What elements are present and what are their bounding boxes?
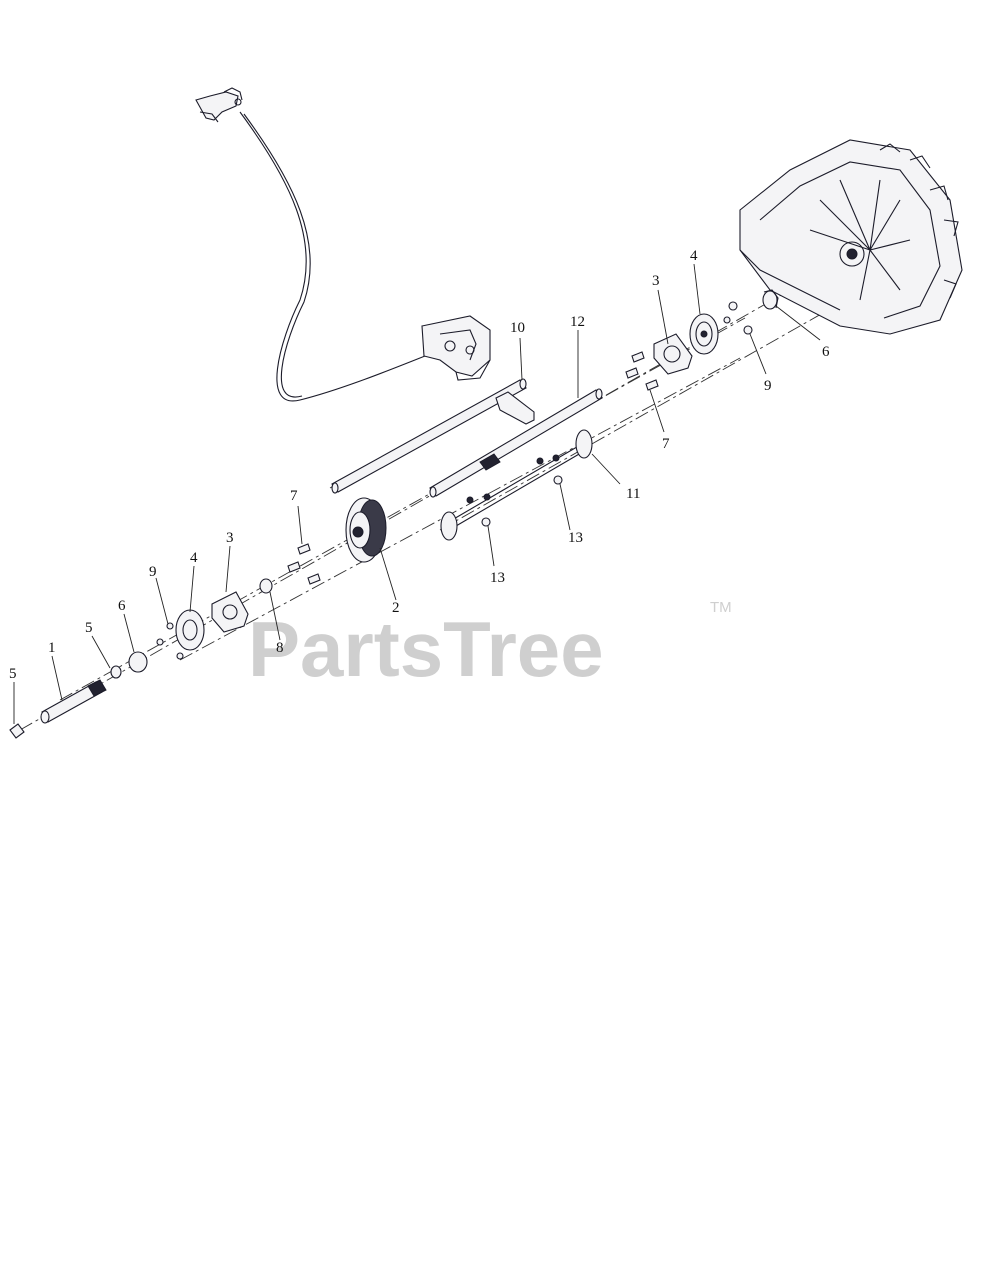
part-7-bolt-left-b <box>287 561 301 573</box>
part-7-bolt-left-c <box>307 573 321 585</box>
callout-13-left: 13 <box>490 570 505 586</box>
part-13-nut-b <box>481 517 491 527</box>
watermark-brand: PartsTree <box>248 605 604 693</box>
control-lever <box>195 87 243 123</box>
control-cable-inner <box>243 113 311 398</box>
part-9-nut-right-c <box>723 316 731 324</box>
watermark-trademark: TM <box>710 599 732 616</box>
part-6-bushing-right <box>762 289 779 310</box>
callout-6-right: 6 <box>822 344 830 360</box>
part-9-nut-right-a <box>728 301 738 311</box>
part-5-bushing-center <box>110 665 122 679</box>
part-7-bolt-right-c <box>645 379 659 391</box>
part-2-gear <box>345 497 387 563</box>
callout-7-left: 7 <box>290 488 298 504</box>
callout-5-center: 5 <box>85 620 93 636</box>
callout-2: 2 <box>392 600 400 616</box>
part-6-bushing-left <box>128 651 148 673</box>
part-9-nut-left-c <box>176 652 184 660</box>
callout-4-right: 4 <box>690 248 698 264</box>
part-13-nut-a <box>553 475 563 485</box>
part-9-nut-left-a <box>166 622 174 630</box>
part-5-bushing-left <box>9 723 25 739</box>
part-1-shaft <box>40 679 107 724</box>
part-3-plate-right <box>653 333 693 375</box>
callout-11: 11 <box>626 486 640 502</box>
part-7-bolt-right-a <box>631 351 645 363</box>
callout-leaders <box>13 263 821 724</box>
part-9-nut-right-b <box>743 325 753 335</box>
part-4-bearing-left <box>175 609 205 651</box>
callout-5-left: 5 <box>9 666 17 682</box>
callout-9-left: 9 <box>149 564 157 580</box>
callout-8: 8 <box>276 640 284 656</box>
callout-12: 12 <box>570 314 585 330</box>
part-12-shaft <box>429 388 603 498</box>
callout-1: 1 <box>48 640 56 656</box>
cable-bracket <box>421 315 491 381</box>
callout-4-left: 4 <box>190 550 198 566</box>
callout-13-right: 13 <box>568 530 583 546</box>
callout-3-right: 3 <box>652 273 660 289</box>
part-10-rod <box>331 378 535 494</box>
part-11-shaft-assembly <box>440 429 593 541</box>
part-4-bearing-right <box>689 313 719 355</box>
part-7-bolt-right-b <box>625 367 639 379</box>
part-8-ring <box>259 578 273 594</box>
part-3-plate-left <box>211 591 249 633</box>
part-9-nut-left-b <box>156 638 164 646</box>
track-drive-wheel <box>739 139 963 335</box>
callout-10: 10 <box>510 320 525 336</box>
callout-9-right: 9 <box>764 378 772 394</box>
callout-6-left: 6 <box>118 598 126 614</box>
callout-3-left: 3 <box>226 530 234 546</box>
part-7-bolt-left-a <box>297 543 311 555</box>
callout-7-right: 7 <box>662 436 670 452</box>
control-cable <box>239 111 431 402</box>
